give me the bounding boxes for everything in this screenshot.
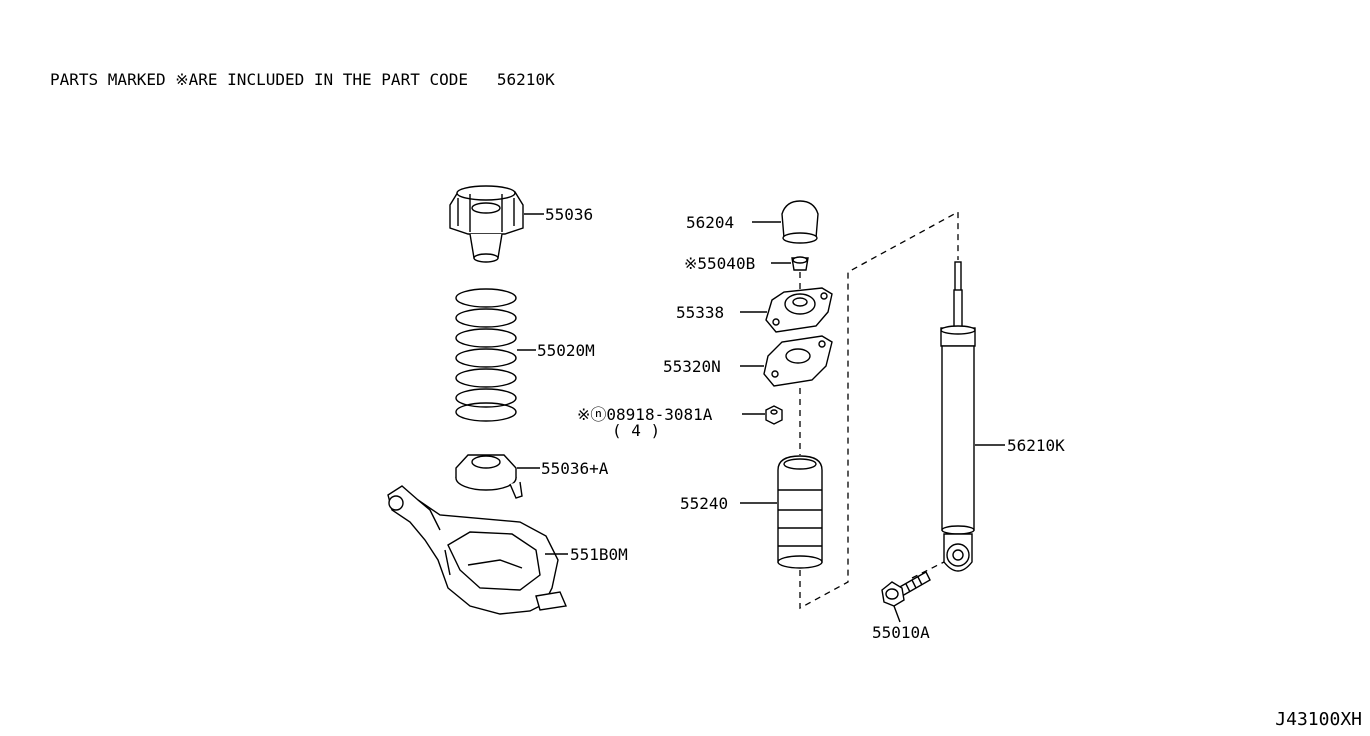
diagram-reference-code: J43100XH <box>1275 709 1362 730</box>
bushing[interactable] <box>791 256 809 271</box>
bound-bumper[interactable] <box>777 455 823 569</box>
label-55036A[interactable]: 55036+A <box>541 459 609 478</box>
label-55010A[interactable]: 55010A <box>872 623 930 642</box>
note-text-after: ARE INCLUDED IN THE PART CODE <box>188 70 468 89</box>
included-marker-icon: ※ <box>175 70 189 89</box>
bump-cap[interactable] <box>781 200 819 244</box>
lower-spring-seat[interactable] <box>455 454 523 499</box>
label-08918-qty: ( 4 ) <box>612 421 660 440</box>
label-55036[interactable]: 55036 <box>545 205 593 224</box>
leader-55010A <box>893 605 901 623</box>
hex-nut[interactable] <box>765 405 783 425</box>
label-55040B[interactable]: ※55040B <box>684 254 755 273</box>
lower-arm[interactable] <box>387 485 567 615</box>
note-part-code: 56210K <box>496 70 555 89</box>
coil-spring[interactable] <box>455 288 517 422</box>
header-note: PARTS MARKED ※ARE INCLUDED IN THE PART C… <box>50 70 555 89</box>
upper-spring-seat[interactable] <box>449 185 524 263</box>
label-55020M[interactable]: 55020M <box>537 341 595 360</box>
mounting-seal-plate[interactable] <box>763 335 833 387</box>
label-56204[interactable]: 56204 <box>686 213 734 232</box>
bolt-axis-line <box>911 561 945 579</box>
label-55338[interactable]: 55338 <box>676 303 724 322</box>
note-text-before: PARTS MARKED <box>50 70 176 89</box>
shock-absorber[interactable] <box>940 261 976 572</box>
label-55240[interactable]: 55240 <box>680 494 728 513</box>
label-08918[interactable]: ※ⓝ08918-3081A <box>577 405 713 424</box>
label-551B0M[interactable]: 551B0M <box>570 545 628 564</box>
mounting-bracket[interactable] <box>765 287 833 333</box>
label-56210K[interactable]: 56210K <box>1007 436 1065 455</box>
assembly-dashed-outline <box>799 210 959 610</box>
label-55320N[interactable]: 55320N <box>663 357 721 376</box>
bolt[interactable] <box>881 571 931 607</box>
